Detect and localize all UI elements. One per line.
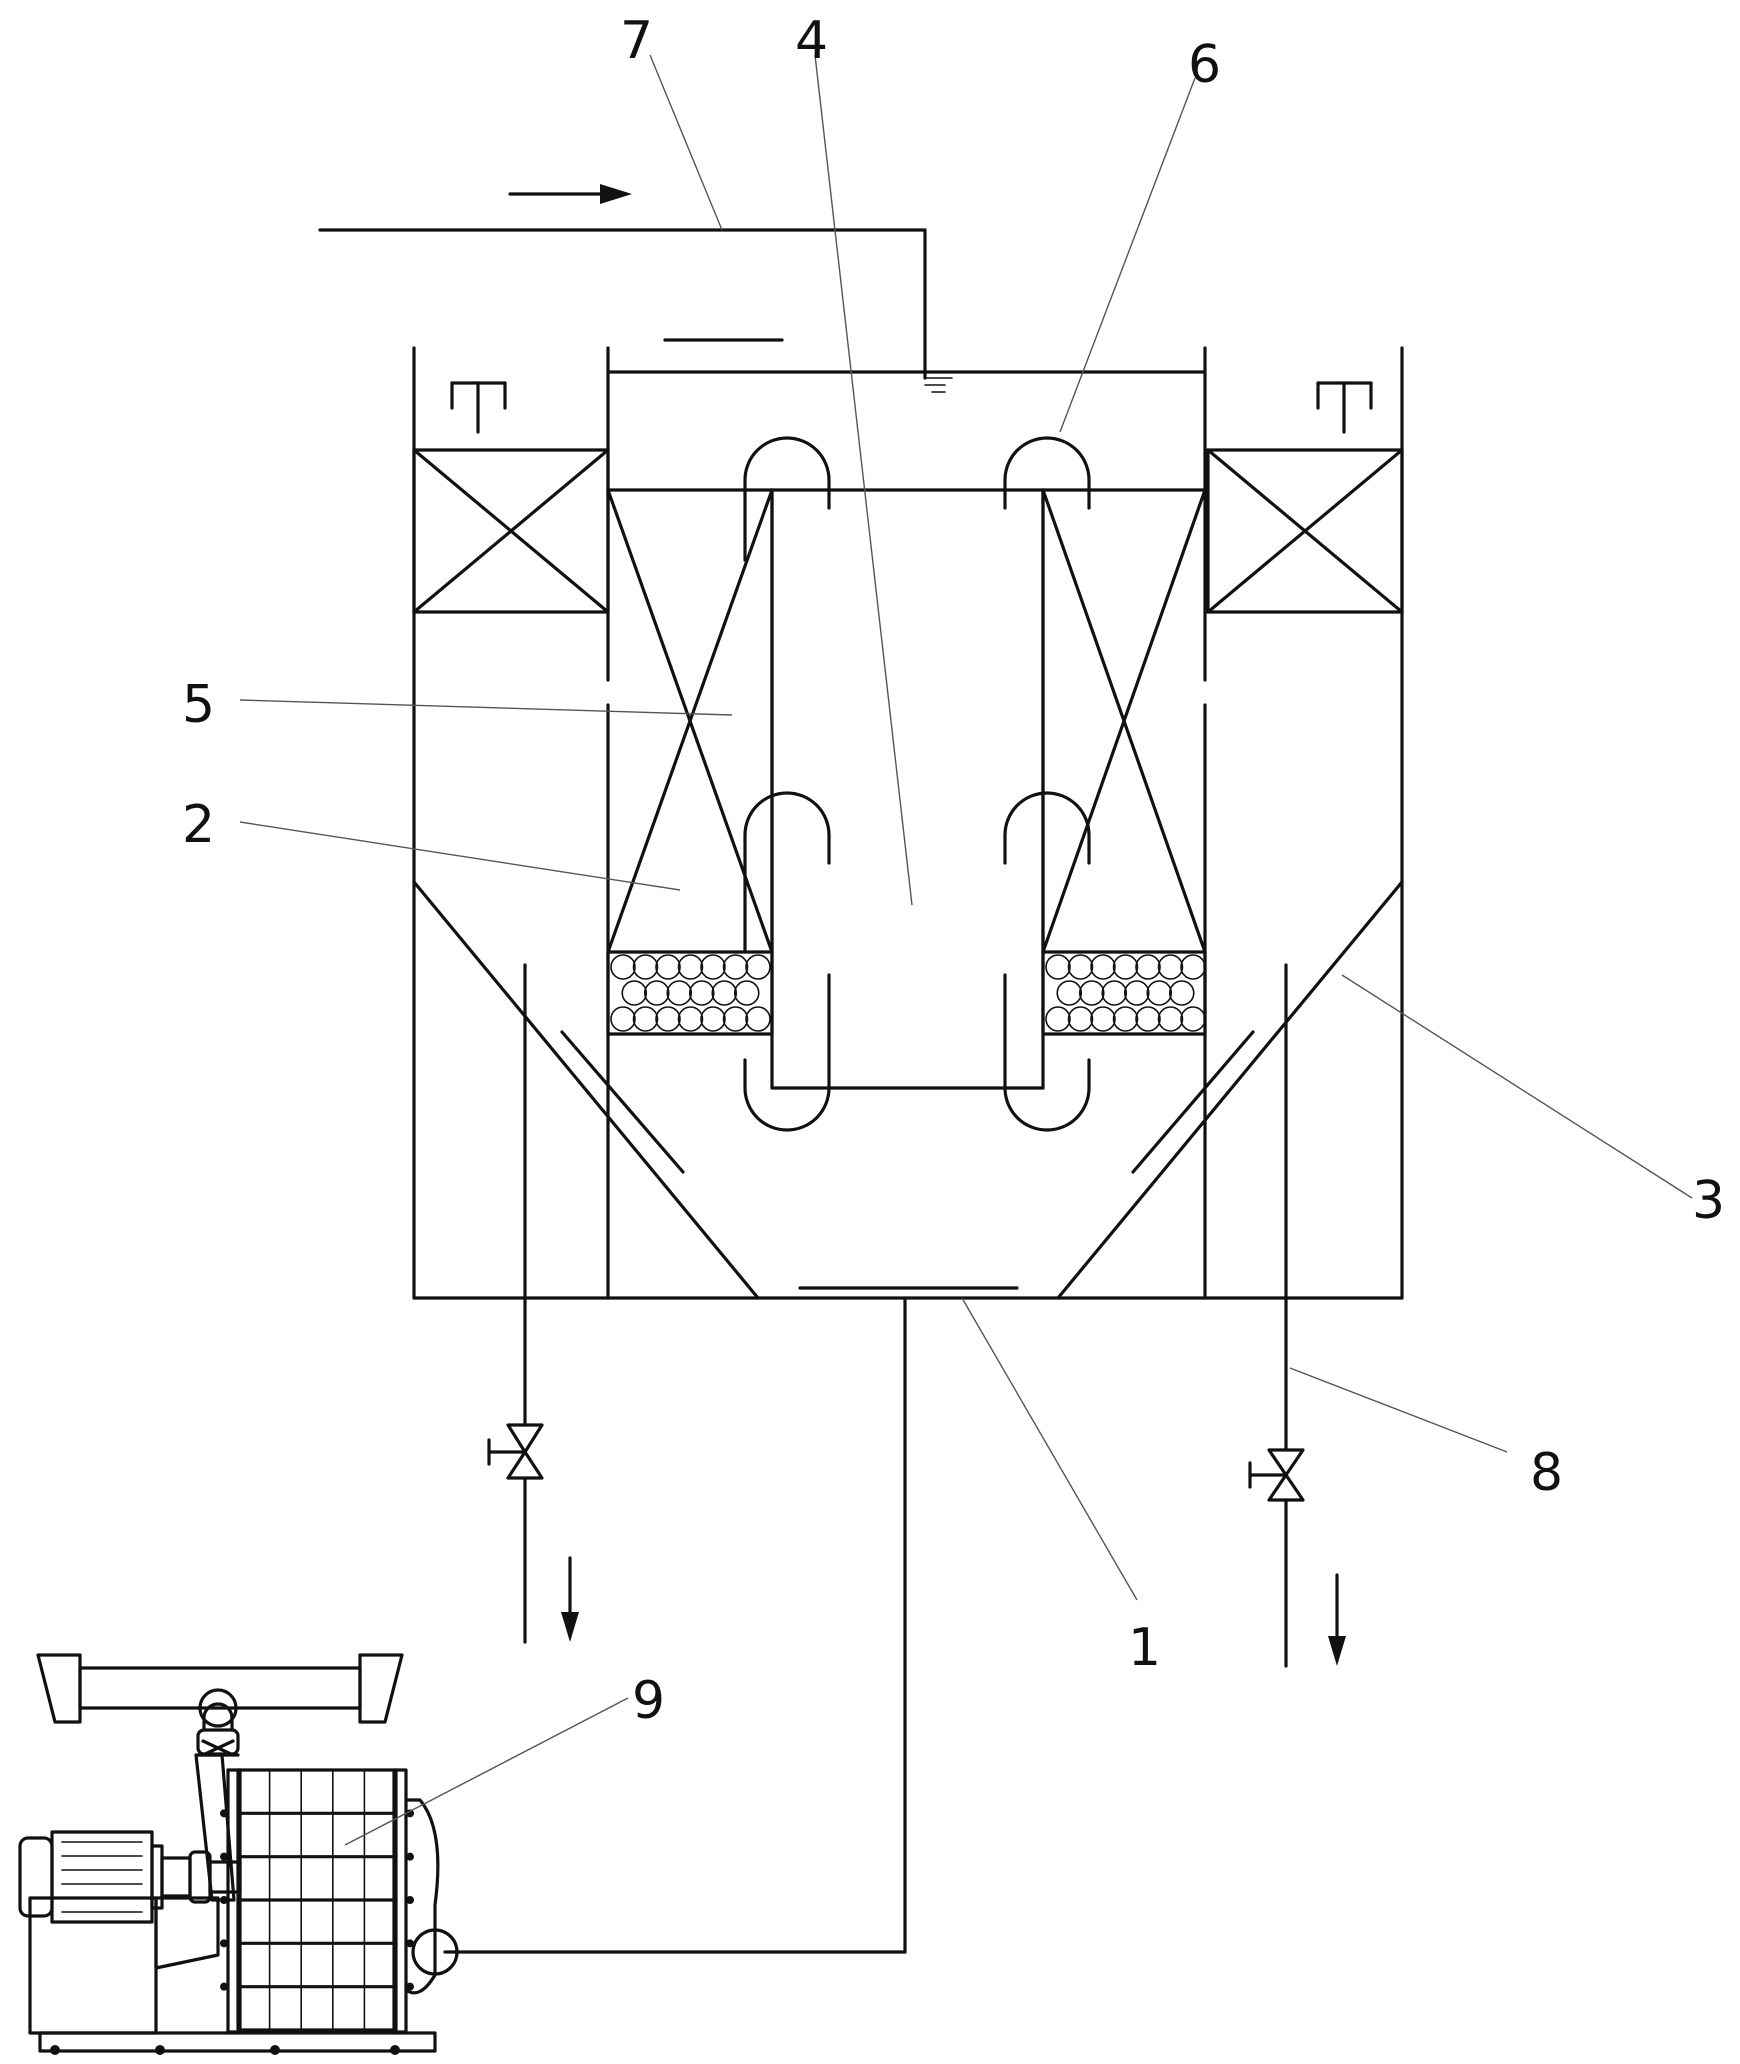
bottom-outlet-pipe xyxy=(443,1296,907,1954)
right-overflow-weir-icon xyxy=(1316,381,1373,434)
media-ball xyxy=(1045,1006,1071,1032)
media-ball xyxy=(1157,954,1184,980)
callout-2: 2 xyxy=(182,795,215,855)
media-ball xyxy=(632,954,659,980)
filter-bolt xyxy=(406,1982,414,1991)
callout-1: 1 xyxy=(1128,1618,1161,1678)
filter-bolt xyxy=(406,1809,414,1818)
media-ball xyxy=(1112,954,1139,980)
filter-bolt xyxy=(220,1809,228,1818)
media-ball xyxy=(677,1006,704,1032)
leader-lines xyxy=(239,54,1693,1846)
media-ball xyxy=(1045,954,1071,980)
media-ball xyxy=(1180,954,1206,980)
filter-bolt xyxy=(220,1896,228,1904)
filter-bolt xyxy=(220,1982,228,1991)
callout-9: 9 xyxy=(632,1671,665,1731)
right-valve-icon[interactable] xyxy=(1248,1448,1305,1502)
central-draft-tube xyxy=(770,488,1045,1090)
u-pipe-middle-left xyxy=(743,791,831,954)
left-valve-icon[interactable] xyxy=(487,1423,544,1480)
callout-3: 3 xyxy=(1692,1171,1725,1231)
filter-bolt xyxy=(406,1852,414,1861)
u-pipe-middle-right xyxy=(1003,791,1091,865)
media-ball xyxy=(1078,980,1105,1006)
media-ball xyxy=(688,980,715,1006)
water-level-icon xyxy=(924,377,953,393)
left-media-layer xyxy=(606,950,774,1036)
left-outflow-arrow-icon xyxy=(561,1556,579,1642)
media-ball xyxy=(711,980,738,1006)
media-ball xyxy=(745,1006,771,1032)
media-ball xyxy=(722,954,749,980)
right-reaction-zone xyxy=(1041,488,1207,954)
media-ball xyxy=(1157,1006,1184,1032)
media-ball xyxy=(610,954,636,980)
filter-bolt xyxy=(220,1852,228,1861)
media-ball xyxy=(1067,954,1094,980)
filter-bolt xyxy=(406,1939,414,1948)
callout-5: 5 xyxy=(182,675,215,735)
media-ball xyxy=(722,1006,749,1032)
u-pipe-upper-left xyxy=(743,436,831,562)
callout-4: 4 xyxy=(795,11,828,71)
filter-bolt xyxy=(220,1939,228,1948)
media-ball xyxy=(1112,1006,1139,1032)
left-overflow-weir-icon xyxy=(450,381,507,434)
media-ball xyxy=(655,954,681,980)
u-pipe-upper-right xyxy=(1003,436,1091,510)
media-ball xyxy=(1135,954,1161,980)
media-ball xyxy=(655,1006,681,1032)
right-outflow-arrow-icon xyxy=(1328,1573,1346,1666)
callout-6: 6 xyxy=(1188,35,1221,95)
u-pipe-lower-right xyxy=(1003,973,1091,1132)
media-ball xyxy=(1123,980,1150,1006)
media-ball xyxy=(1090,1006,1116,1032)
pump-filter-unit xyxy=(18,1653,459,2055)
media-ball xyxy=(1180,1006,1206,1032)
media-ball xyxy=(700,954,726,980)
media-ball xyxy=(1146,980,1173,1006)
media-ball xyxy=(1067,1006,1094,1032)
left-filter-module xyxy=(412,448,610,614)
media-ball xyxy=(745,954,771,980)
media-ball xyxy=(1101,980,1128,1006)
media-ball xyxy=(666,980,693,1006)
inlet-pipe xyxy=(318,228,927,380)
media-ball xyxy=(1056,980,1083,1006)
callout-7: 7 xyxy=(620,11,653,71)
media-ball xyxy=(733,980,760,1006)
u-pipe-lower-left xyxy=(743,973,831,1132)
right-filter-module xyxy=(1206,448,1404,614)
callout-8: 8 xyxy=(1530,1443,1563,1503)
media-ball xyxy=(1135,1006,1161,1032)
settling-tank xyxy=(412,338,1404,1300)
media-ball xyxy=(643,980,670,1006)
media-ball xyxy=(1090,954,1116,980)
media-ball xyxy=(700,1006,726,1032)
filter-bolt xyxy=(406,1896,414,1904)
media-ball xyxy=(632,1006,659,1032)
media-ball xyxy=(621,980,648,1006)
right-media-layer xyxy=(1041,950,1207,1036)
flow-arrow-right-icon xyxy=(508,184,632,204)
media-ball xyxy=(610,1006,636,1032)
media-ball xyxy=(677,954,704,980)
media-ball xyxy=(1168,980,1195,1006)
